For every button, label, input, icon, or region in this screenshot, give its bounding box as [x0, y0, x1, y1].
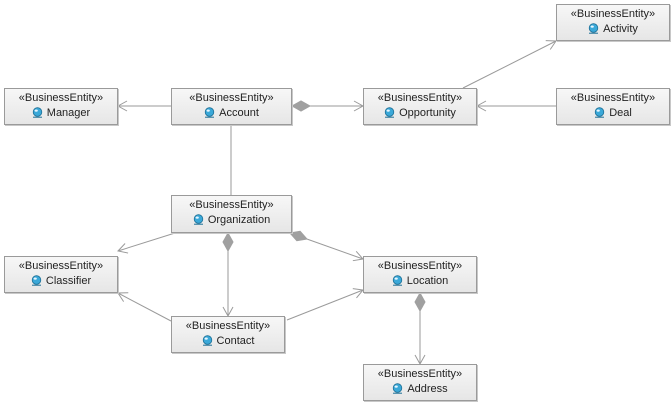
business-entity-icon [588, 23, 599, 38]
composition-diamond [290, 100, 312, 112]
relation-account-manager [116, 100, 171, 112]
relation-organization-contact [222, 231, 234, 318]
relation-organization-location [289, 230, 364, 262]
entity-stereotype: «BusinessEntity» [18, 92, 104, 104]
entity-name: Address [407, 383, 448, 395]
business-entity-icon [392, 275, 403, 290]
relation-organization-classifier [117, 232, 176, 254]
arrowhead [117, 243, 129, 254]
entity-address[interactable]: «BusinessEntity» Address [363, 364, 477, 401]
composition-diamond [414, 291, 426, 313]
entity-name-line: Organization [172, 213, 291, 229]
entity-name: Organization [207, 214, 271, 226]
composition-diamond [289, 230, 308, 242]
entity-stereotype: «BusinessEntity» [18, 260, 104, 272]
composition-diamond [222, 231, 234, 253]
entity-stereotype: «BusinessEntity» [189, 199, 274, 211]
business-entity-icon [32, 107, 43, 122]
entity-classifier[interactable]: «BusinessEntity» Classifier [4, 256, 118, 293]
business-entity-icon [193, 214, 204, 229]
entity-stereotype: «BusinessEntity» [189, 92, 274, 104]
entity-name: Activity [603, 23, 638, 35]
entity-activity[interactable]: «BusinessEntity» Activity [556, 4, 670, 41]
business-entity-icon [204, 107, 215, 122]
entity-name-line: Manager [5, 106, 117, 122]
entity-name: Location [406, 275, 449, 287]
entity-name-line: Contact [172, 334, 284, 350]
entity-name: Opportunity [399, 107, 456, 119]
relation-opportunity-activity [462, 40, 557, 89]
relation-location-address [414, 291, 426, 366]
arrowhead [117, 292, 129, 302]
entity-stereotype: «BusinessEntity» [377, 260, 463, 272]
entity-contact[interactable]: «BusinessEntity» Contact [171, 316, 285, 353]
relation-deal-opportunity [475, 100, 556, 112]
entity-stereotype: «BusinessEntity» [570, 92, 656, 104]
entity-name: Account [219, 107, 259, 119]
business-entity-icon [392, 383, 403, 398]
business-entity-icon [594, 107, 605, 122]
entity-name-line: Classifier [5, 274, 117, 290]
entity-name-line: Opportunity [364, 106, 476, 122]
business-entity-icon [31, 275, 42, 290]
arrowhead [545, 40, 557, 50]
entity-name: Deal [609, 107, 632, 119]
relation-contact-location [286, 288, 364, 321]
entity-name-line: Address [364, 382, 476, 398]
entity-stereotype: «BusinessEntity» [185, 320, 271, 332]
entity-stereotype: «BusinessEntity» [377, 92, 463, 104]
business-entity-icon [384, 107, 395, 122]
entity-name-line: Location [364, 274, 476, 290]
entity-organization[interactable]: «BusinessEntity» Organization [171, 195, 292, 233]
entity-account[interactable]: «BusinessEntity» Account [171, 88, 292, 125]
entity-manager[interactable]: «BusinessEntity» Manager [4, 88, 118, 125]
relation-contact-classifier [117, 292, 172, 322]
entity-stereotype: «BusinessEntity» [377, 368, 463, 380]
business-entity-icon [202, 335, 213, 350]
relation-account-opportunity [290, 100, 365, 112]
entity-name: Classifier [45, 275, 92, 287]
entity-stereotype: «BusinessEntity» [570, 8, 656, 20]
entity-name-line: Account [172, 106, 291, 122]
entity-opportunity[interactable]: «BusinessEntity» Opportunity [363, 88, 477, 125]
entity-name-line: Activity [557, 22, 669, 38]
entity-name: Manager [46, 107, 91, 119]
entity-location[interactable]: «BusinessEntity» Location [363, 256, 477, 293]
arrowhead [116, 100, 128, 112]
entity-name: Contact [216, 335, 255, 347]
arrowhead [475, 100, 487, 112]
entity-name-line: Deal [557, 106, 669, 122]
entity-deal[interactable]: «BusinessEntity» Deal [556, 88, 670, 125]
